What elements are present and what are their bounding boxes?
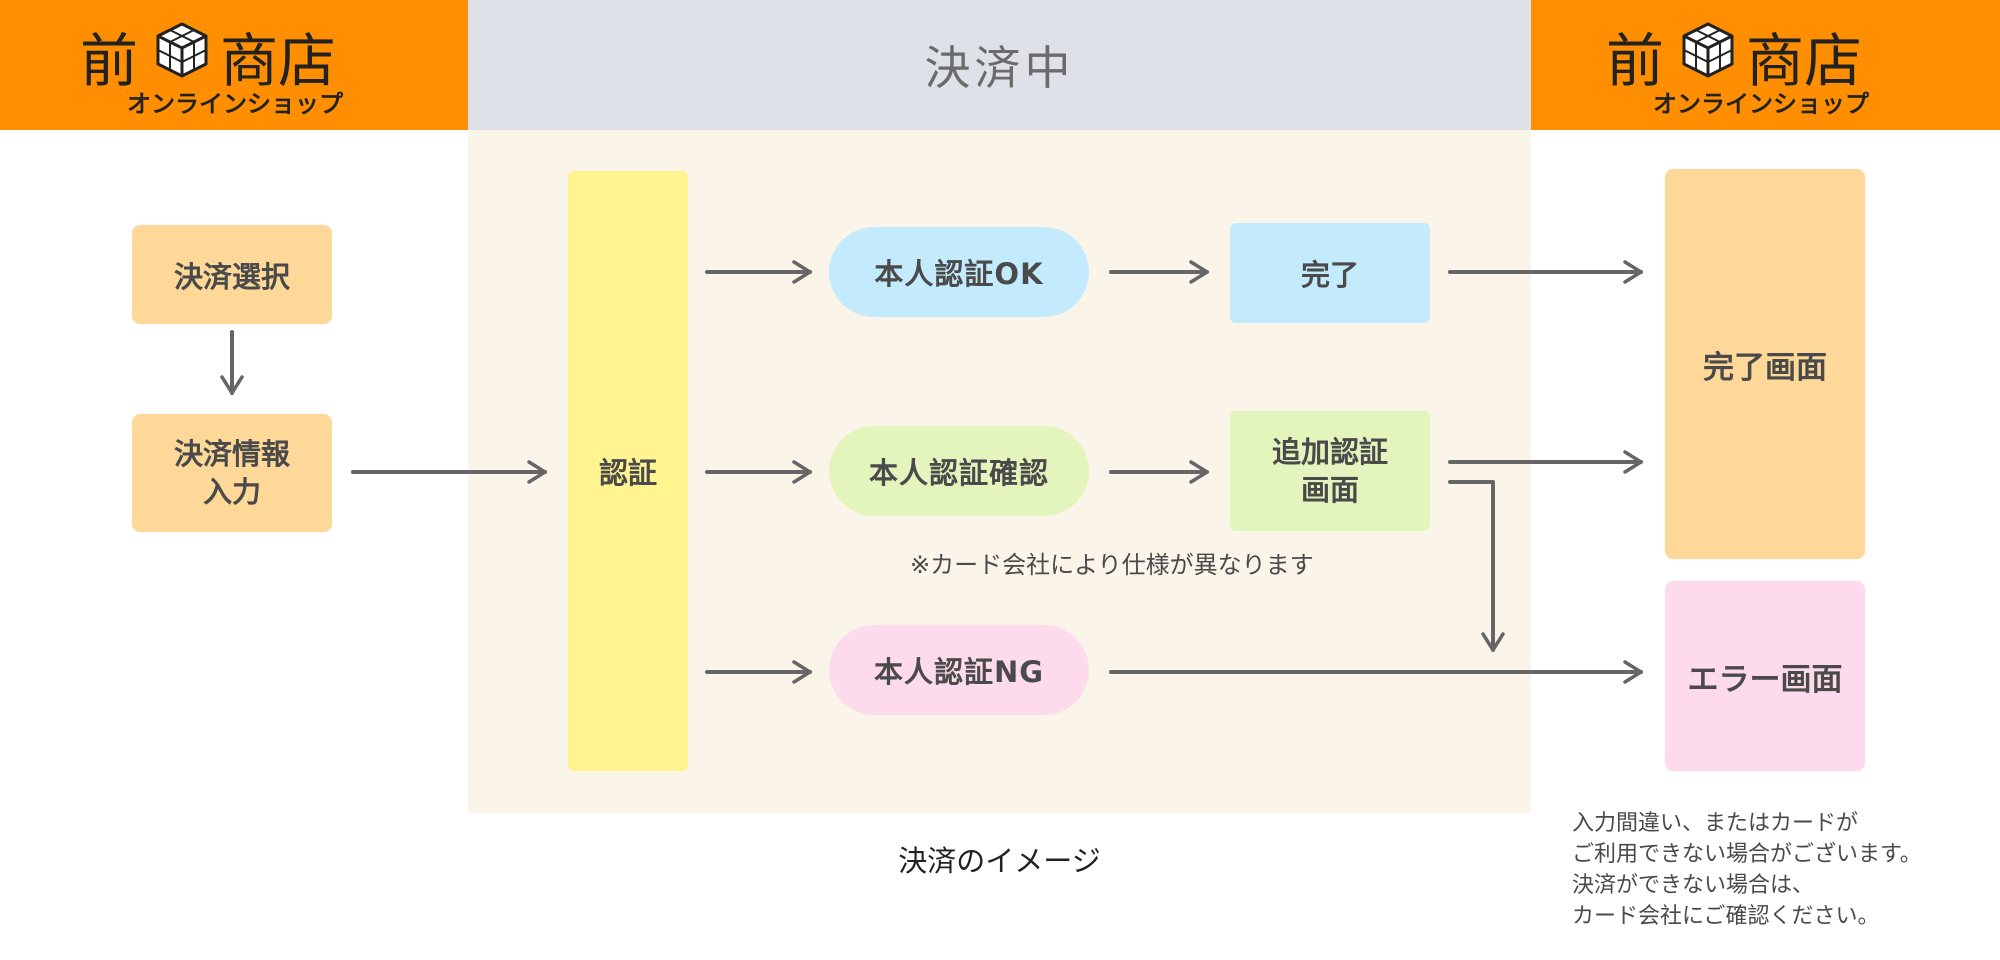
logo-name-char2: 商店 <box>220 27 337 95</box>
logo-subtitle: オンラインショップ <box>127 90 343 118</box>
auth-ok-label: 本人認証OK <box>874 257 1044 291</box>
payment-select-label: 決済選択 <box>173 259 290 294</box>
error-note: 入力間違い、またはカードが ご利用できない場合がございます。 決済ができない場合… <box>1572 808 1992 932</box>
complete-box: 完了 <box>1230 223 1430 323</box>
cube-icon <box>156 22 208 78</box>
diagram-caption: 決済のイメージ <box>898 844 1101 878</box>
error-note-line: 入力間違い、またはカードが <box>1572 811 1859 836</box>
complete-screen-box: 完了画面 <box>1665 169 1865 559</box>
card-company-note: ※カード会社により仕様が異なります <box>910 551 1314 579</box>
auth-confirm-label: 本人認証確認 <box>868 456 1049 490</box>
auth-ng-label: 本人認証NG <box>873 655 1045 689</box>
left-shop-logo: 前 商店 オンラインショップ <box>70 14 400 124</box>
right-header-bar <box>1531 0 2000 130</box>
payment-input-label-line2: 入力 <box>202 475 261 509</box>
error-screen-box: エラー画面 <box>1665 581 1865 771</box>
center-header-title: 決済中 <box>924 41 1075 95</box>
error-screen-label: エラー画面 <box>1687 661 1843 698</box>
extra-auth-label-line2: 画面 <box>1300 473 1359 507</box>
payment-input-label-line1: 決済情報 <box>173 437 290 471</box>
right-shop-logo: 前 商店 オンラインショップ <box>1596 14 1926 124</box>
logo-name-char1: 前 <box>1606 27 1665 95</box>
auth-box: 認証 <box>568 171 688 771</box>
logo-subtitle: オンラインショップ <box>1653 90 1869 118</box>
logo-name-char2: 商店 <box>1746 27 1863 95</box>
cube-icon <box>1682 22 1734 78</box>
error-note-line: ご利用できない場合がございます。 <box>1572 842 1922 867</box>
auth-ok-pill: 本人認証OK <box>829 227 1089 317</box>
center-header-bar: 決済中 <box>468 0 1531 130</box>
complete-screen-label: 完了画面 <box>1703 349 1827 386</box>
error-note-line: カード会社にご確認ください。 <box>1572 904 1880 929</box>
complete-label: 完了 <box>1300 258 1359 292</box>
extra-auth-label-line1: 追加認証 <box>1271 435 1388 469</box>
auth-confirm-pill: 本人認証確認 <box>829 426 1089 516</box>
extra-auth-box: 追加認証 画面 <box>1230 411 1430 531</box>
arrow-extra-down <box>1448 480 1505 652</box>
logo-name-char1: 前 <box>80 27 139 95</box>
error-note-line: 決済ができない場合は、 <box>1572 873 1815 898</box>
payment-select-box: 決済選択 <box>132 225 332 324</box>
left-header-bar <box>0 0 468 130</box>
payment-input-box: 決済情報 入力 <box>132 414 332 532</box>
auth-label: 認証 <box>598 456 657 490</box>
auth-ng-pill: 本人認証NG <box>829 625 1089 715</box>
